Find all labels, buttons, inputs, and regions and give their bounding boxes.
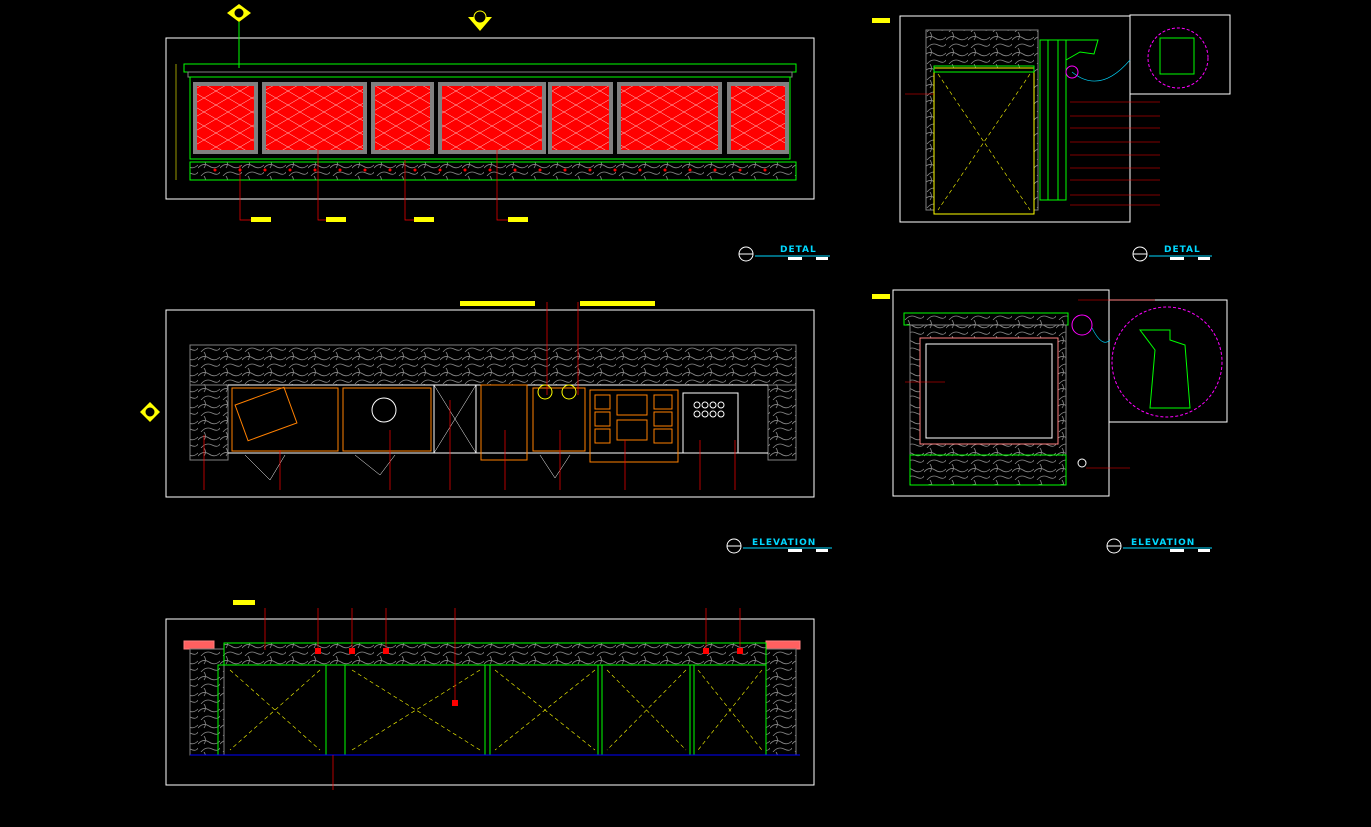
detal-title-text: DETAL <box>1164 245 1201 255</box>
elevation-title-marker-1: ELEVATION <box>726 538 832 554</box>
detal-title-marker-2: DETAL <box>1132 245 1212 262</box>
section-marker-icon <box>468 10 492 31</box>
elevation-title-text: ELEVATION <box>1131 538 1195 548</box>
section-marker-icon <box>140 402 160 422</box>
side-elevation-right <box>872 289 1228 497</box>
detal-title-marker-1: DETAL <box>738 245 830 262</box>
section-marker-icon <box>227 4 251 68</box>
elevation-front-counter <box>165 600 815 790</box>
section-detail-top <box>872 14 1231 223</box>
elevation-title-marker-2: ELEVATION <box>1106 538 1212 554</box>
elevation-title-text: ELEVATION <box>752 538 816 548</box>
red-panel-row <box>193 82 789 154</box>
elevation-front-panels <box>165 4 815 222</box>
elevation-back-counter <box>140 301 815 498</box>
detal-title-text: DETAL <box>780 245 817 255</box>
